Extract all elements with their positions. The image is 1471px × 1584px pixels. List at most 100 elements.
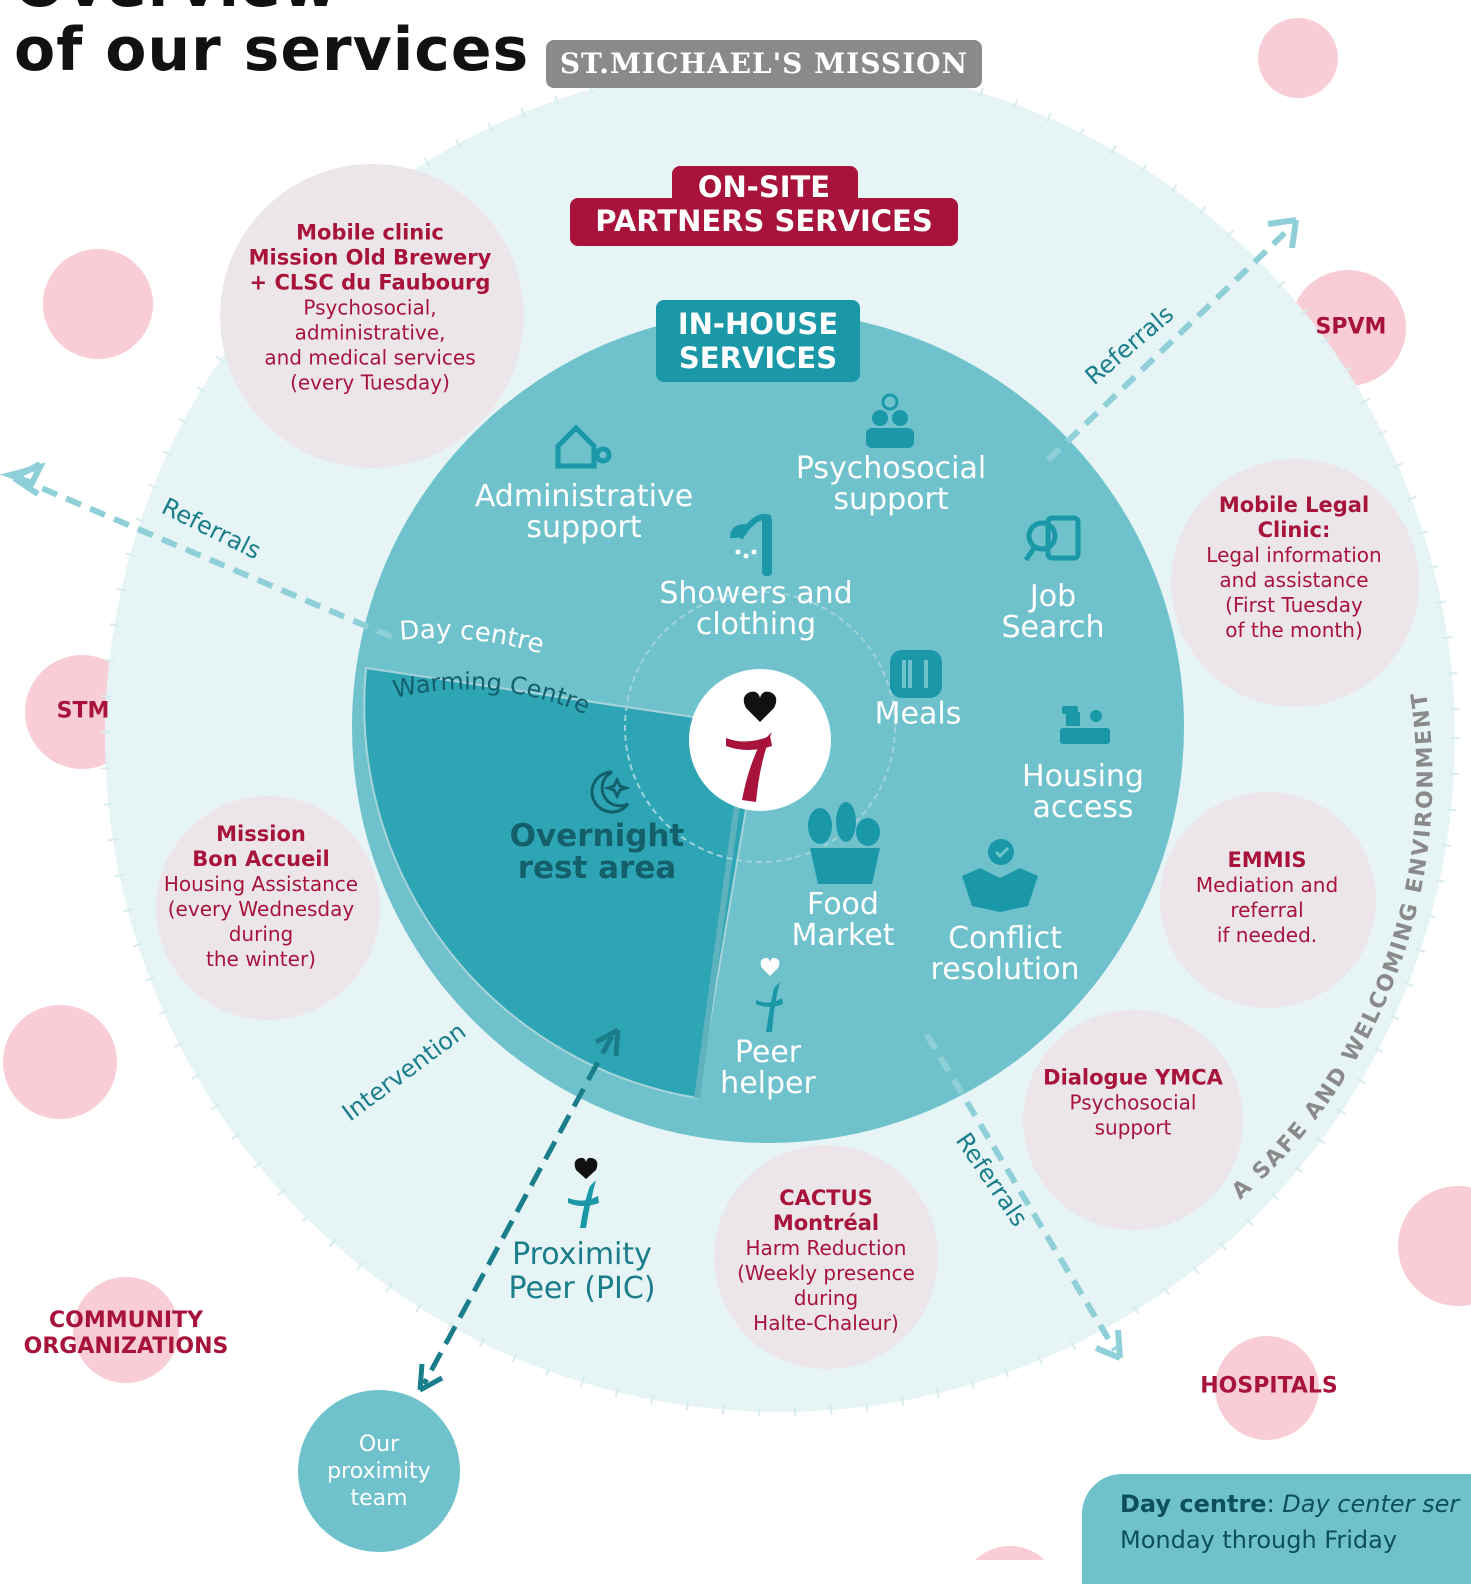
- partner-name: Mission Old Brewery: [248, 245, 492, 270]
- partner-desc: Psychosocial: [1069, 1090, 1197, 1115]
- partner-desc: (First Tuesday: [1225, 593, 1363, 617]
- service-job-search: Job Search: [1001, 581, 1104, 643]
- housing-desk-icon: [1060, 706, 1110, 744]
- handshake-check-icon: [962, 839, 1038, 912]
- partner-desc: Legal information: [1206, 543, 1382, 567]
- service-label-line: Food: [807, 887, 879, 922]
- external-community-organizations: COMMUNITY ORGANIZATIONS: [24, 1308, 229, 1360]
- referral-arrows: [16, 225, 1293, 1352]
- partner-name: Mobile clinic: [296, 220, 444, 245]
- partner-name: EMMIS: [1227, 848, 1307, 872]
- service-administrative-support: Administrative support: [475, 481, 693, 543]
- community-line: ORGANIZATIONS: [23, 1334, 229, 1359]
- service-label-line: Showers and: [659, 576, 853, 611]
- partners-badge-line2: PARTNERS SERVICES: [595, 204, 933, 238]
- external-spvm: SPVM: [1315, 314, 1387, 340]
- partner-emmis: EMMIS Mediation and referral if needed.: [1196, 848, 1338, 948]
- service-label-line: Housing: [1022, 759, 1144, 794]
- partner-name: Dialogue YMCA: [1043, 1065, 1223, 1090]
- onsite-partners-badge: ON-SITE PARTNERS SERVICES: [570, 166, 958, 246]
- partner-desc: Psychosocial,: [303, 295, 437, 320]
- proximity-team-circle: Our proximity team: [298, 1390, 460, 1552]
- partner-desc: of the month): [1225, 618, 1363, 642]
- peer-helper-icon: [756, 957, 783, 1032]
- partner-desc: support: [1094, 1115, 1172, 1140]
- partner-desc: administrative,: [294, 320, 446, 345]
- overnight-line: Overnight: [509, 818, 685, 854]
- service-label-line: helper: [720, 1066, 816, 1101]
- intervention-arrow: [417, 1027, 621, 1393]
- partner-name: Clinic:: [1257, 518, 1331, 542]
- service-label-line: Job: [1029, 579, 1077, 614]
- service-label-line: resolution: [930, 952, 1080, 987]
- service-psychosocial-support: Psychosocial support: [796, 453, 986, 515]
- proximity-team-line: proximity: [327, 1458, 431, 1484]
- service-label-line: Peer: [734, 1035, 802, 1070]
- page-title: Overview of our services: [14, 0, 529, 82]
- service-peer-helper: Peer helper: [720, 1037, 816, 1099]
- overnight-line: rest area: [517, 850, 677, 886]
- proximity-team-line: team: [350, 1485, 408, 1511]
- title-line-1: Overview: [14, 0, 529, 18]
- partner-dialogue-ymca: Dialogue YMCA Psychosocial support: [1043, 1066, 1223, 1141]
- shower-icon: [730, 514, 772, 576]
- proximity-peer-line: Proximity: [512, 1237, 652, 1272]
- partner-desc: and assistance: [1219, 568, 1369, 592]
- partner-name: Mobile Legal: [1218, 493, 1370, 517]
- service-label-line: Search: [1001, 610, 1105, 645]
- inhouse-badge-line2: SERVICES: [678, 341, 838, 375]
- proximity-team-line: Our: [358, 1431, 400, 1457]
- food-basket-icon: [808, 802, 880, 884]
- external-stm: STM: [56, 698, 110, 724]
- home-key-icon: [555, 424, 612, 469]
- service-label-line: Administrative: [474, 479, 694, 514]
- service-label-line: Market: [791, 918, 895, 953]
- service-showers-clothing: Showers and clothing: [659, 578, 852, 640]
- moon-stars-icon: [590, 770, 631, 814]
- service-label-line: Psychosocial: [795, 451, 987, 486]
- partner-desc: (Weekly presence: [737, 1261, 915, 1285]
- people-talking-icon: [866, 393, 914, 448]
- partner-desc: (every Wednesday: [167, 897, 355, 921]
- partner-mobile-clinic: Mobile clinic Mission Old Brewery + CLSC…: [249, 221, 492, 396]
- partner-desc: during: [793, 1286, 859, 1310]
- proximity-peer-icon: [568, 1157, 599, 1228]
- title-line-2: of our services: [14, 15, 530, 85]
- partner-desc: the winter): [206, 947, 316, 971]
- partner-desc: Mediation and: [1195, 873, 1339, 897]
- partner-bon-accueil: Mission Bon Accueil Housing Assistance (…: [164, 822, 358, 972]
- schedule-bold: Day centre: [1120, 1490, 1267, 1518]
- proximity-peer-line: Peer (PIC): [508, 1271, 656, 1306]
- partner-name: CACTUS: [779, 1186, 873, 1210]
- warming-centre-wedge: [363, 666, 762, 1100]
- partner-desc: during: [228, 922, 294, 946]
- partner-name: + CLSC du Faubourg: [249, 270, 491, 295]
- partner-desc: if needed.: [1216, 923, 1318, 947]
- inhouse-services-badge: IN-HOUSE SERVICES: [656, 300, 860, 382]
- partner-legal-clinic: Mobile Legal Clinic: Legal information a…: [1206, 493, 1381, 643]
- overnight-rest-area: Overnight rest area: [510, 820, 685, 884]
- service-label-line: Conflict: [948, 921, 1062, 956]
- meals-icon: [890, 650, 942, 698]
- inhouse-badge-line1: IN-HOUSE: [677, 307, 839, 341]
- service-conflict-resolution: Conflict resolution: [931, 923, 1080, 985]
- partner-desc: Housing Assistance: [163, 872, 359, 896]
- service-housing-access: Housing access: [1022, 761, 1144, 823]
- partner-desc: and medical services: [264, 345, 476, 370]
- community-line: COMMUNITY: [48, 1308, 204, 1333]
- schedule-line-2: Monday through Friday: [1120, 1526, 1398, 1554]
- proximity-peer: Proximity Peer (PIC): [508, 1238, 655, 1306]
- partner-name: Bon Accueil: [192, 847, 330, 871]
- job-search-icon: [1023, 515, 1081, 562]
- service-label-line: access: [1032, 790, 1134, 825]
- service-label-line: clothing: [695, 607, 817, 642]
- schedule-italic: Day center ser: [1282, 1490, 1460, 1518]
- partner-cactus: CACTUS Montréal Harm Reduction (Weekly p…: [737, 1186, 915, 1336]
- partner-name: Mission: [216, 822, 306, 846]
- service-meals: Meals: [874, 696, 962, 732]
- service-label-line: support: [526, 510, 642, 545]
- partner-desc: (every Tuesday): [290, 370, 450, 395]
- partner-desc: Harm Reduction: [745, 1236, 907, 1260]
